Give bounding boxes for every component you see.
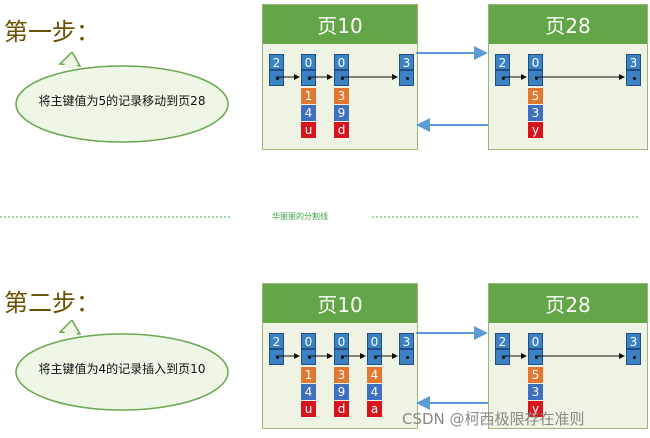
step1-p10-record1-header: 0	[301, 54, 316, 70]
step1-p10-infimum-cell: 2	[269, 54, 284, 70]
step1-p28-record1-val: 3	[528, 105, 543, 121]
step1-title: 第一步：	[4, 18, 100, 46]
step1-p10-supremum-cell: 3	[399, 54, 414, 70]
step1-p10-record1-val: 4	[301, 105, 316, 121]
step1-p10-supremum-pointer	[399, 70, 414, 86]
step2-page-10-title: 页10	[263, 284, 417, 323]
step2-p10-infimum-cell: 2	[269, 333, 284, 349]
step2-p10-supremum-pointer	[399, 349, 414, 365]
step2-p28-infimum-pointer	[495, 349, 510, 365]
step2-p28-record1-header: 0	[528, 333, 543, 349]
step2-bubble-text: 将主键值为4的记录插入到页10	[38, 362, 206, 376]
step2-p10-record1-header: 0	[301, 333, 316, 349]
step2-p28-record1-key: 5	[528, 367, 543, 383]
step2-p10-record1-key: 1	[301, 367, 316, 383]
step1-p28-record1-key: 5	[528, 88, 543, 104]
step2-p10-infimum-pointer	[269, 349, 284, 365]
step2-p10-record2-val: 9	[334, 384, 349, 400]
step2-p10-record3-key: 4	[367, 367, 382, 383]
step1-p28-infimum-cell: 2	[495, 54, 510, 70]
step1-p10-record1-pointer	[301, 70, 316, 86]
step1-p10-infimum-pointer	[269, 70, 284, 86]
step1-bubble-text: 将主键值为5的记录移动到页28	[38, 94, 206, 108]
step1-p10-record1-key: 1	[301, 88, 316, 104]
step2-p10-record3-data: a	[367, 401, 382, 417]
step2-p28-record1-val: 3	[528, 384, 543, 400]
step2-p28-record1-data: y	[528, 401, 543, 417]
step1-p10-record2-key: 3	[334, 88, 349, 104]
step2-p10-record1-val: 4	[301, 384, 316, 400]
step1-p28-infimum-pointer	[495, 70, 510, 86]
step2-speech-bubble	[15, 320, 229, 411]
step2-p10-record1-pointer	[301, 349, 316, 365]
csdn-watermark: CSDN @柯西极限存在准则	[402, 410, 585, 428]
step1-p10-record2-pointer	[334, 70, 349, 86]
divider-label: 华丽丽的分割线	[230, 211, 370, 222]
step2-p28-supremum-pointer	[626, 349, 641, 365]
step1-p10-record2-val: 9	[334, 105, 349, 121]
step2-p10-record2-key: 3	[334, 367, 349, 383]
step1-p10-record2-header: 0	[334, 54, 349, 70]
step2-p28-record1-pointer	[528, 349, 543, 365]
step1-p10-record1-data: u	[301, 122, 316, 138]
step2-p10-record3-val: 4	[367, 384, 382, 400]
step1-page-10-title: 页10	[263, 5, 417, 44]
step2-p10-record2-pointer	[334, 349, 349, 365]
step1-p28-supremum-cell: 3	[626, 54, 641, 70]
step2-p28-infimum-cell: 2	[495, 333, 510, 349]
step1-speech-bubble	[15, 52, 229, 143]
step2-p10-record2-data: d	[334, 401, 349, 417]
step2-p10-record2-header: 0	[334, 333, 349, 349]
step1-p10-record2-data: d	[334, 122, 349, 138]
step1-p28-record1-pointer	[528, 70, 543, 86]
step2-title: 第二步：	[4, 289, 100, 317]
step1-page-28-title: 页28	[489, 5, 647, 44]
step2-p10-record3-pointer	[367, 349, 382, 365]
step2-p10-record3-header: 0	[367, 333, 382, 349]
step1-p28-record1-data: y	[528, 122, 543, 138]
step2-page-28-title: 页28	[489, 284, 647, 323]
step2-p28-supremum-cell: 3	[626, 333, 641, 349]
step2-p10-record1-data: u	[301, 401, 316, 417]
step2-p10-supremum-cell: 3	[399, 333, 414, 349]
step1-p28-record1-header: 0	[528, 54, 543, 70]
step1-p28-supremum-pointer	[626, 70, 641, 86]
